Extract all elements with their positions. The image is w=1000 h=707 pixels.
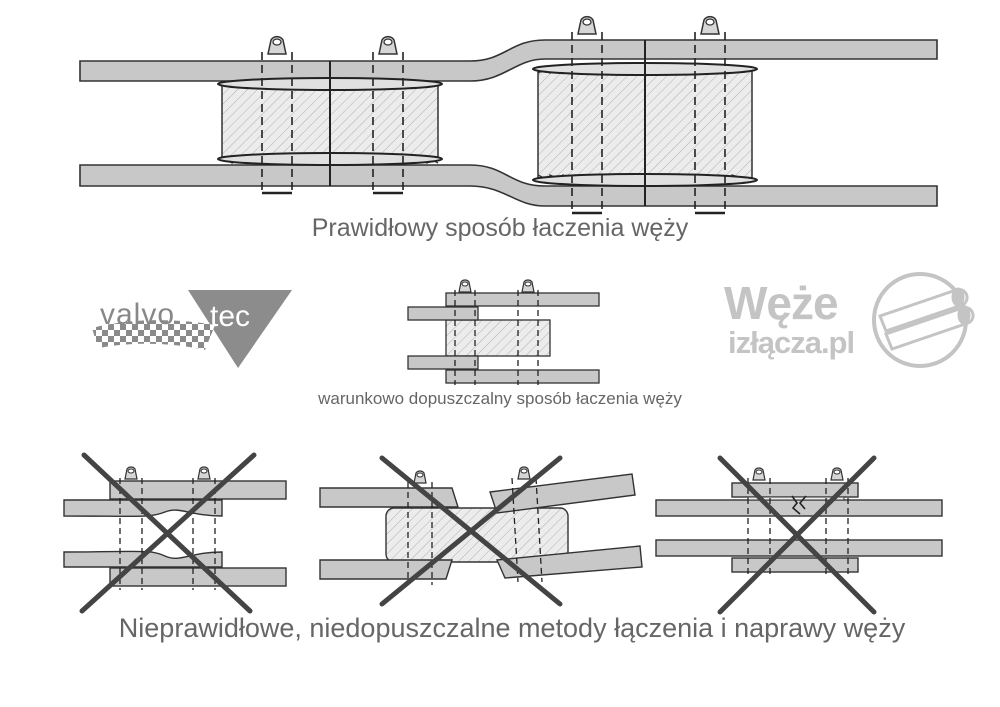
clamp-bolts-small [458,279,535,293]
cross-mark-1 [79,452,257,614]
clamp-dashes [261,32,726,212]
hose-wall-bottom [79,164,938,207]
valvotec-logo [92,290,292,368]
diagram-correct [79,15,938,215]
cross-mark-2 [379,455,563,607]
hose-wall-top-small-2 [445,292,600,307]
diagram-conditional [407,279,600,385]
weze-logo-line1: Węże [724,277,839,329]
caption-incorrect: Nieprawidłowe, niedopuszczalne metody łą… [118,613,906,643]
caption-correct: Prawidłowy sposób łaczenia węży [311,214,689,242]
diagram-incorrect-2 [319,455,643,607]
valvotec-checker [92,320,215,350]
clamp-feet [262,191,725,215]
valvotec-logo-word-valvo: valvo [100,298,176,331]
clamp-dashes-small [454,290,539,385]
diagram-incorrect-1 [63,452,287,614]
cross-mark-3 [717,455,877,615]
inner-tube-small [445,319,551,357]
hose-wall-top [79,39,938,82]
caption-conditional: warunkowo dopuszczalny sposób łaczenia w… [318,389,682,408]
valvotec-triangle [188,290,292,368]
hose-wall-top-small [407,306,479,321]
hose-wall-bottom-small-2 [445,369,600,384]
hose-wall-bottom-small [407,355,479,370]
weze-logo-mark [872,272,975,368]
valvotec-logo-word-tec: tec [210,300,251,333]
diagram-incorrect-3 [655,455,943,615]
weze-logo-line2: izłącza.pl [728,325,855,360]
